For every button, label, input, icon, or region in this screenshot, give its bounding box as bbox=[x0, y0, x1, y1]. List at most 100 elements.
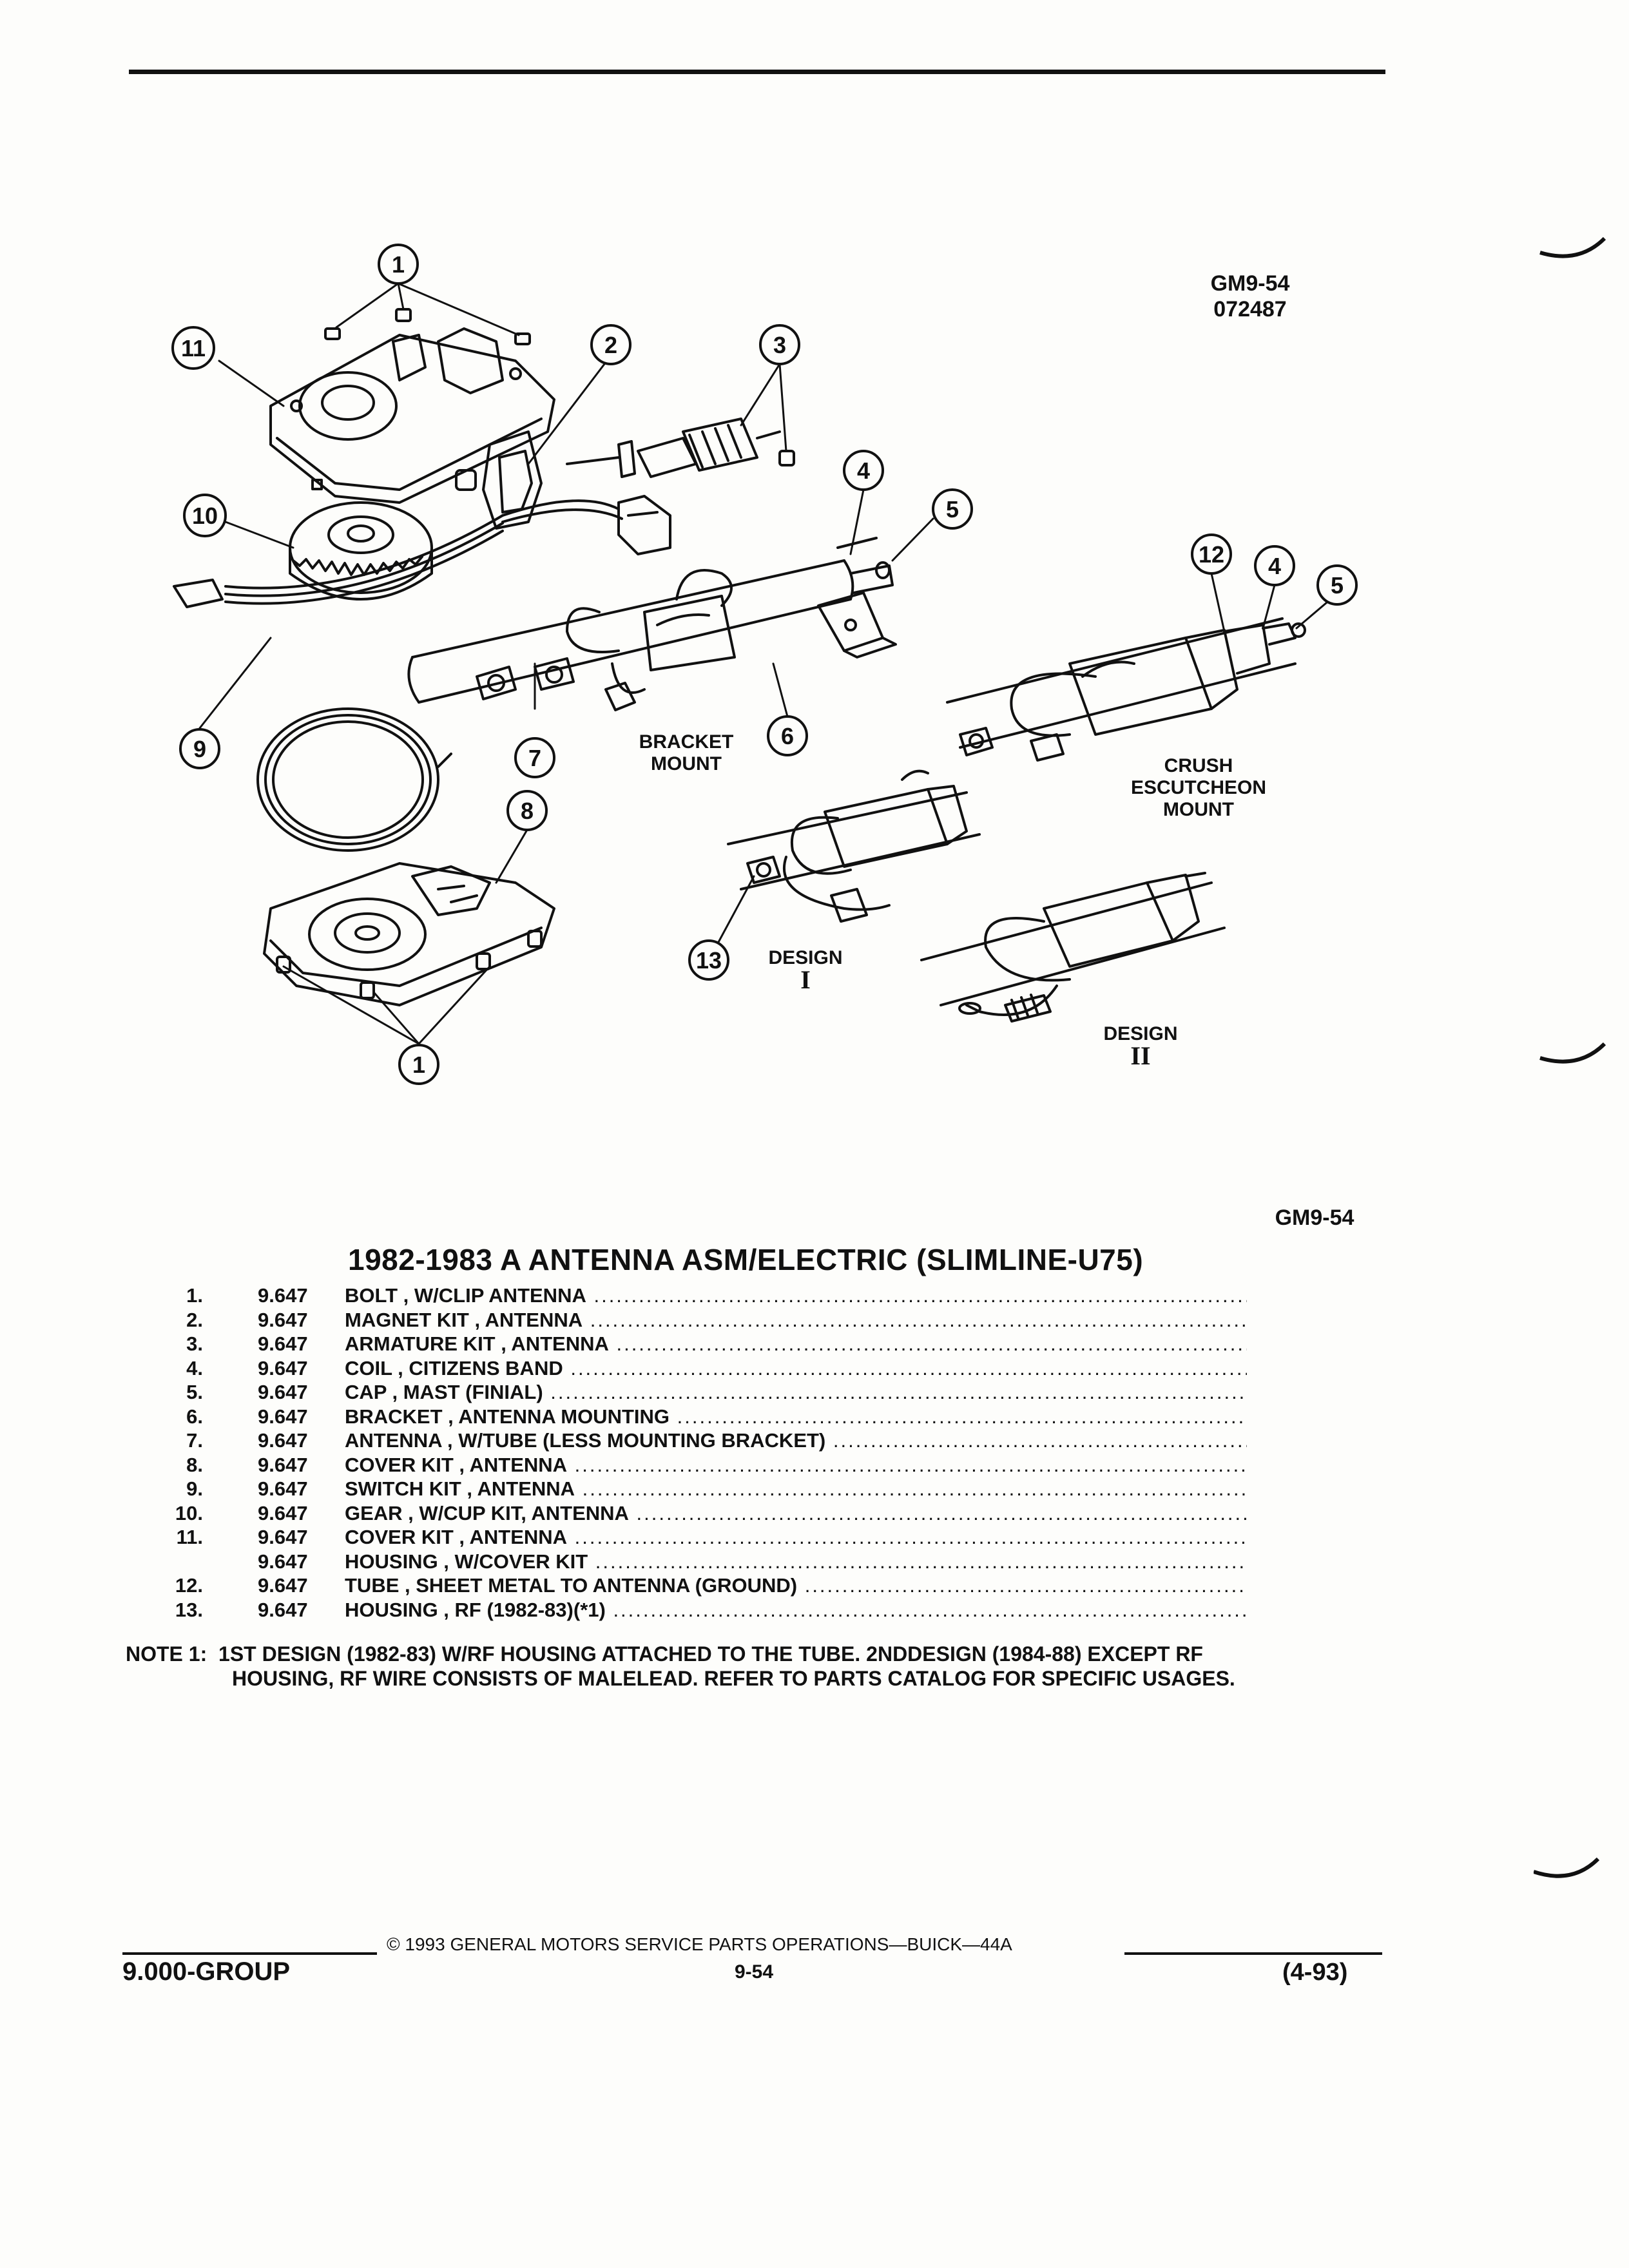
footnote: NOTE 1: 1ST DESIGN (1982-83) W/RF HOUSIN… bbox=[126, 1642, 1235, 1691]
footer-rule-right bbox=[1124, 1952, 1382, 1955]
part-pn: 9.647 bbox=[258, 1550, 308, 1573]
binder-marks bbox=[1534, 236, 1606, 1878]
callout-4: 4 bbox=[843, 450, 884, 491]
part-desc: BOLT , W/CLIP ANTENNA bbox=[345, 1283, 1247, 1307]
callout-6: 6 bbox=[767, 715, 808, 756]
page-title: 1982-1983 A ANTENNA ASM/ELECTRIC (SLIMLI… bbox=[348, 1243, 1144, 1276]
bracket-mount-label: BRACKET MOUNT bbox=[639, 731, 734, 774]
part-pn: 9.647 bbox=[258, 1405, 308, 1428]
design-1-assembly bbox=[727, 769, 981, 923]
header-rule bbox=[129, 70, 1385, 74]
figure-code-bottom: GM9-54 bbox=[1275, 1206, 1354, 1230]
part-num: 12. bbox=[175, 1574, 203, 1597]
part-num: 1. bbox=[186, 1284, 203, 1307]
parts-row: 10. 9.647 GEAR , W/CUP KIT, ANTENNA bbox=[139, 1501, 1247, 1526]
callout-5-crush: 5 bbox=[1316, 564, 1358, 606]
part-pn: 9.647 bbox=[258, 1429, 308, 1452]
callout-1-top: 1 bbox=[378, 244, 419, 285]
callout-10: 10 bbox=[183, 494, 227, 537]
part-desc: COIL , CITIZENS BAND bbox=[345, 1356, 1247, 1380]
part-pn: 9.647 bbox=[258, 1477, 308, 1500]
callout-11: 11 bbox=[171, 326, 215, 370]
part-desc: HOUSING , W/COVER KIT bbox=[345, 1550, 1247, 1573]
part-num: 11. bbox=[176, 1526, 203, 1548]
design-2-assembly bbox=[920, 872, 1226, 1023]
part-num: 10. bbox=[175, 1501, 203, 1524]
note-label: NOTE 1: bbox=[126, 1642, 207, 1666]
parts-row: 1. 9.647 BOLT , W/CLIP ANTENNA bbox=[139, 1283, 1247, 1308]
part-pn: 9.647 bbox=[258, 1332, 308, 1355]
part-pn: 9.647 bbox=[258, 1453, 308, 1476]
part-desc: TUBE , SHEET METAL TO ANTENNA (GROUND) bbox=[345, 1573, 1247, 1597]
antenna-exploded-diagram: 1 11 2 3 4 5 10 6 9 7 8 1 12 4 5 13 bbox=[171, 244, 1358, 1085]
svg-text:12: 12 bbox=[1199, 541, 1224, 568]
figure-code: GM9-54 bbox=[1210, 271, 1290, 296]
svg-text:7: 7 bbox=[528, 745, 541, 771]
svg-text:13: 13 bbox=[696, 947, 722, 974]
crush-mount-assembly bbox=[946, 617, 1306, 762]
part-desc: HOUSING , RF (1982-83)(*1) bbox=[345, 1598, 1247, 1622]
parts-row: 9.647 HOUSING , W/COVER KIT bbox=[139, 1550, 1247, 1574]
footer-rule-left bbox=[122, 1952, 377, 1955]
svg-text:5: 5 bbox=[946, 496, 959, 523]
part-desc: ARMATURE KIT , ANTENNA bbox=[345, 1332, 1247, 1356]
footer-date: (4-93) bbox=[1282, 1959, 1348, 1986]
part-num: 3. bbox=[186, 1332, 203, 1355]
callout-3: 3 bbox=[759, 324, 800, 365]
callout-13: 13 bbox=[688, 939, 729, 981]
figure-id: GM9-54 072487 bbox=[1186, 271, 1315, 322]
callout-8: 8 bbox=[506, 790, 548, 831]
part-num: 7. bbox=[186, 1429, 203, 1452]
svg-text:9: 9 bbox=[193, 736, 206, 762]
svg-text:3: 3 bbox=[773, 332, 786, 358]
part-num: 4. bbox=[186, 1356, 203, 1379]
svg-text:1: 1 bbox=[392, 251, 405, 278]
antenna-tube bbox=[407, 537, 894, 711]
svg-text:4: 4 bbox=[857, 457, 870, 484]
part-pn: 9.647 bbox=[258, 1574, 308, 1597]
callout-2: 2 bbox=[590, 324, 631, 365]
callout-7: 7 bbox=[514, 737, 555, 778]
note-line-1: 1ST DESIGN (1982-83) W/RF HOUSING ATTACH… bbox=[218, 1642, 1203, 1666]
part-desc: COVER KIT , ANTENNA bbox=[345, 1453, 1247, 1477]
callout-1-bottom: 1 bbox=[398, 1044, 439, 1085]
footer-page-number: 9-54 bbox=[735, 1961, 774, 1983]
part-desc: SWITCH KIT , ANTENNA bbox=[345, 1477, 1247, 1501]
part-pn: 9.647 bbox=[258, 1284, 308, 1307]
cover-kit-top bbox=[269, 327, 555, 504]
part-pn: 9.647 bbox=[258, 1598, 308, 1621]
gear bbox=[289, 501, 433, 601]
svg-text:1: 1 bbox=[412, 1052, 425, 1078]
switch-kit bbox=[173, 495, 671, 608]
svg-text:8: 8 bbox=[521, 798, 534, 824]
armature bbox=[566, 418, 795, 478]
svg-text:6: 6 bbox=[781, 723, 794, 749]
part-desc: GEAR , W/CUP KIT, ANTENNA bbox=[345, 1501, 1247, 1525]
part-num: 5. bbox=[186, 1381, 203, 1403]
part-pn: 9.647 bbox=[258, 1501, 308, 1524]
svg-text:4: 4 bbox=[1268, 553, 1281, 579]
parts-row: 12. 9.647 TUBE , SHEET METAL TO ANTENNA (G… bbox=[139, 1573, 1247, 1598]
design-1-label: DESIGN I bbox=[768, 947, 843, 994]
part-desc: MAGNET KIT , ANTENNA bbox=[345, 1308, 1247, 1332]
note-line-2: HOUSING, RF WIRE CONSISTS OF MALELEAD. R… bbox=[232, 1667, 1235, 1690]
parts-row: 2. 9.647 MAGNET KIT , ANTENNA bbox=[139, 1308, 1247, 1332]
design-2-label: DESIGN II bbox=[1103, 1023, 1178, 1070]
part-num: 2. bbox=[186, 1308, 203, 1331]
svg-text:2: 2 bbox=[604, 332, 617, 358]
callout-5: 5 bbox=[932, 488, 973, 530]
parts-row: 3. 9.647 ARMATURE KIT , ANTENNA bbox=[139, 1332, 1247, 1356]
svg-text:10: 10 bbox=[192, 503, 218, 529]
magnet bbox=[311, 430, 543, 530]
mast-coil bbox=[256, 707, 452, 852]
part-desc: CAP , MAST (FINIAL) bbox=[345, 1380, 1247, 1404]
part-pn: 9.647 bbox=[258, 1308, 308, 1331]
part-num: 6. bbox=[186, 1405, 203, 1428]
leader-lines bbox=[198, 282, 1332, 1045]
